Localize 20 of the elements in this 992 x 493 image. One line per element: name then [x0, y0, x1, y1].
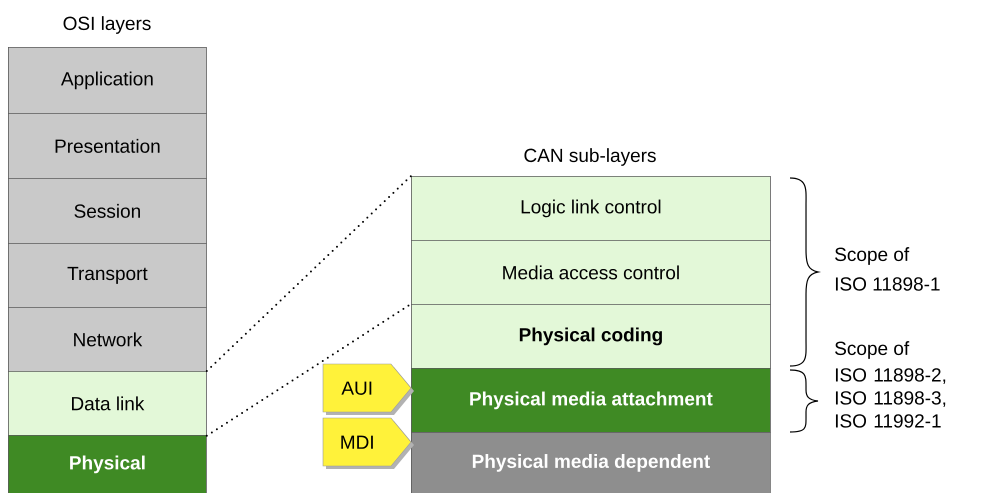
layer-box: Data link: [8, 371, 207, 436]
interface-tag: AUI: [322, 364, 414, 415]
layer-box: Network: [8, 307, 207, 372]
layer-box: Physical media dependent: [411, 432, 771, 493]
layer-box: Physical media attachment: [411, 368, 771, 433]
layer-box: Presentation: [8, 113, 207, 179]
dotted-line: [206, 303, 412, 437]
layer-box: Logic link control: [411, 176, 771, 241]
scope-note: ISO 11898-1: [836, 277, 940, 291]
layer-box: Transport: [8, 243, 207, 308]
layer-box: Media access control: [411, 240, 771, 305]
dotted-line: [206, 175, 412, 372]
scope-note: ISO 11898-2, ISO 11898-3, ISO 11992-1: [836, 368, 946, 428]
layer-box: Physical coding: [411, 304, 771, 369]
layer-box: Physical: [8, 435, 207, 493]
layer-box: Application: [8, 47, 207, 114]
layer-box: Session: [8, 178, 207, 244]
scope-note: Scope of: [835, 247, 910, 265]
interface-tag: MDI: [322, 418, 414, 469]
scope-note: Scope of: [835, 341, 910, 359]
